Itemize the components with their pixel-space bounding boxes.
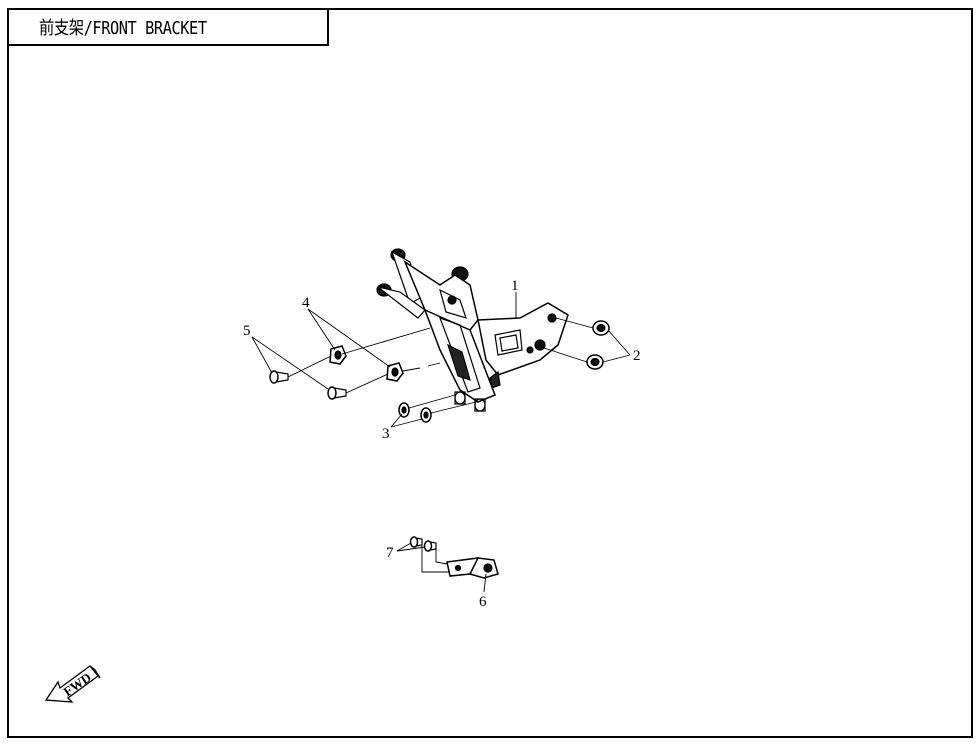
small-bracket-part-6 xyxy=(446,557,499,579)
rubber-bush-part-2 xyxy=(586,320,610,370)
leader-lines xyxy=(251,292,631,593)
callout-3: 3 xyxy=(382,426,390,442)
nut-part-4 xyxy=(329,345,404,382)
callout-7: 7 xyxy=(386,545,394,561)
drawing-frame xyxy=(7,8,973,738)
callout-1: 1 xyxy=(511,278,519,294)
washer-part-3 xyxy=(398,402,432,423)
callout-6: 6 xyxy=(479,594,487,610)
fwd-arrow-icon: FWD xyxy=(44,665,101,703)
callout-5: 5 xyxy=(243,323,251,339)
assembly-lines xyxy=(287,317,594,573)
callout-4: 4 xyxy=(302,295,310,311)
title-box: 前支架/FRONT BRACKET xyxy=(7,8,329,46)
diagram-title: 前支架/FRONT BRACKET xyxy=(39,18,207,39)
callout-2: 2 xyxy=(633,348,641,364)
front-bracket-part-1 xyxy=(376,248,569,412)
small-bolt-part-7 xyxy=(409,536,437,552)
